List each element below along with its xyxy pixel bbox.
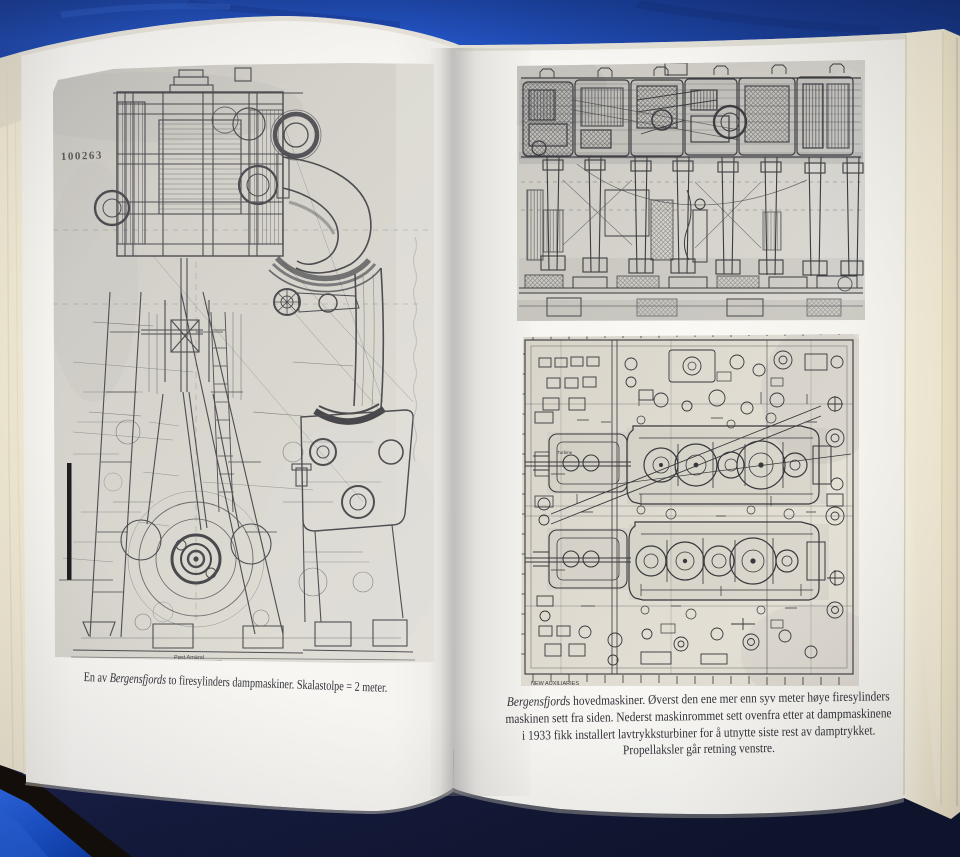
svg-text:Turbine: Turbine	[557, 450, 573, 455]
svg-text:Pøst Amänd: Pøst Amänd	[174, 655, 204, 661]
svg-text:NEW AUXILIARIES: NEW AUXILIARIES	[531, 681, 579, 686]
svg-text:100263: 100263	[61, 150, 103, 163]
